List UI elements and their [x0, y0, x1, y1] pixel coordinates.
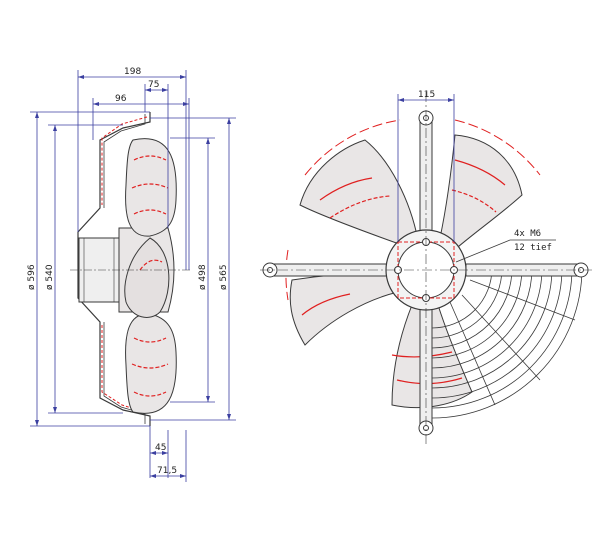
blade-left [289, 271, 399, 346]
side-view-housing [77, 112, 151, 426]
dim-bottom-71-5: 71,5 [157, 466, 177, 476]
front-view-center-lines [260, 92, 592, 445]
blade-side-bottom [125, 313, 177, 414]
front-view-outer-circle [285, 119, 541, 301]
guard-struts [449, 279, 576, 406]
dim-diameter-540: ø 540 [45, 264, 55, 290]
thread-note-depth: 12 tief [514, 243, 552, 253]
blade-hidden-edges [131, 155, 169, 397]
dim-diameter-565: ø 565 [219, 264, 229, 290]
side-view-housing-inner [103, 114, 146, 208]
dim-diameter-596: ø 596 [27, 264, 37, 290]
dim-depth-198: 198 [124, 67, 141, 77]
side-view-hidden-line-top [101, 116, 148, 205]
blade-side-top [125, 138, 177, 237]
dim-bottom-45: 45 [155, 443, 166, 453]
thread-note-leader [455, 239, 556, 263]
side-view: 198 75 96 ø 596 ø 540 ø 498 ø 565 45 71,… [27, 67, 236, 482]
side-view-arrowheads [35, 75, 231, 478]
thread-note-m6: 4x M6 [514, 229, 541, 239]
dim-depth-96: 96 [115, 94, 127, 104]
side-view-dimension-lines [30, 70, 236, 482]
dim-diameter-498: ø 498 [198, 264, 208, 290]
dim-depth-75: 75 [148, 80, 159, 90]
blade-upper-left [299, 139, 419, 246]
blade-upper-right [439, 134, 523, 253]
dim-hub-115: 115 [418, 90, 435, 100]
blade-side-middle [124, 237, 170, 318]
front-dimension-115-lines [397, 94, 455, 242]
front-view: 115 4x M6 12 tief [260, 90, 592, 445]
side-view-housing-inner-bottom [103, 322, 146, 424]
